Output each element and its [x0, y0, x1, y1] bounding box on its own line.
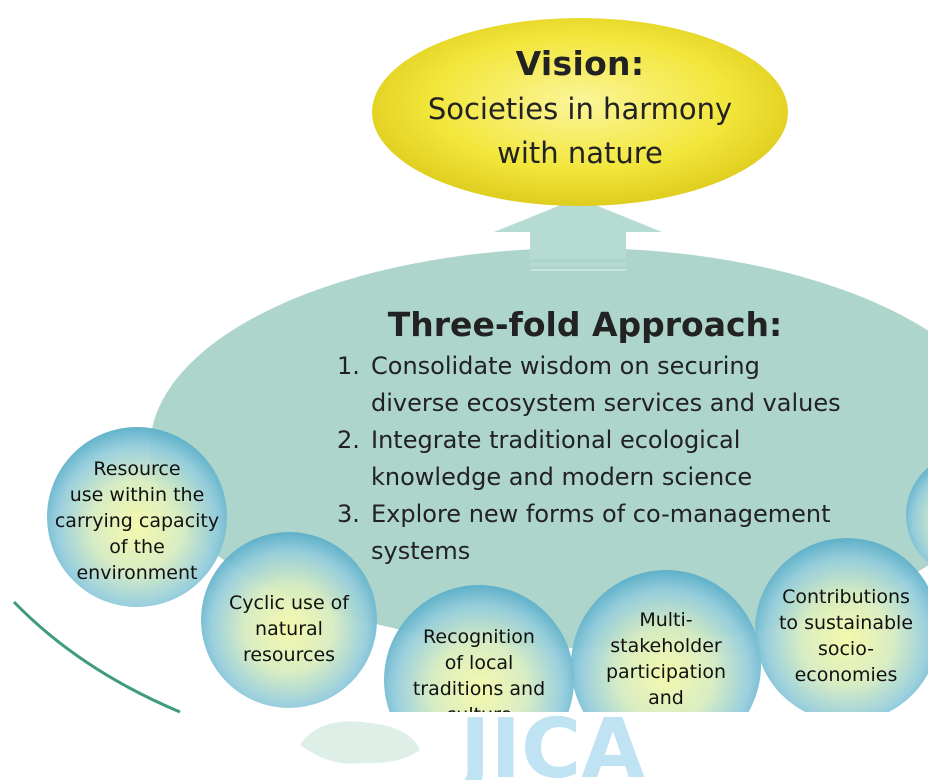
jica-logo: JICA — [260, 702, 680, 784]
circle-label-line: culture — [399, 702, 559, 712]
circle-label-line: socio- — [817, 638, 875, 660]
approach-item-line: knowledge and modern science — [371, 463, 753, 491]
approach-item-number: 1. — [337, 352, 360, 380]
circle-label-clip: Recognition of local traditions and cult… — [399, 584, 928, 712]
vision-line-1: Societies in harmony — [427, 92, 733, 126]
circle-label-line: use within the — [69, 484, 205, 506]
svg-text:JICA: JICA — [455, 705, 645, 780]
circle-label-line: to sustainable — [778, 612, 914, 634]
circle-label-contributions: Contributions to sustainable socio- econ… — [764, 584, 928, 688]
circle-partial-right — [906, 467, 928, 563]
circle-label-line: Contributions — [782, 586, 910, 608]
decorative-curve — [12, 600, 181, 714]
circle-label-line: participation — [605, 661, 727, 683]
approach-ellipse — [150, 248, 928, 648]
approach-item-line: Integrate traditional ecological — [371, 426, 741, 454]
circle-label-line: and — [648, 687, 684, 709]
approach-item: 3. Explore new forms of co-management sy… — [337, 496, 897, 570]
approach-item-number: 2. — [337, 426, 360, 454]
approach-item-line: Consolidate wisdom on securing — [371, 352, 760, 380]
circle-label-line: Resource — [93, 458, 181, 480]
circle-label-line: environment — [76, 562, 198, 584]
circle-label-line: resources — [242, 644, 336, 666]
circle-label-line: carrying capacity — [54, 510, 220, 532]
circle-cyclic-use — [201, 532, 377, 708]
up-arrow-icon — [494, 198, 662, 271]
circle-resource-use — [47, 427, 227, 607]
circle-label-line: Recognition — [423, 626, 535, 648]
circle-label-cyclic-use: Cyclic use of natural resources — [209, 590, 369, 668]
approach-item: 1. Consolidate wisdom on securing divers… — [337, 348, 897, 422]
circle-label-line: stakeholder — [610, 635, 722, 657]
approach-list: 1. Consolidate wisdom on securing divers… — [337, 348, 897, 570]
approach-item-line: systems — [371, 537, 471, 565]
approach-item: 2. Integrate traditional ecological know… — [337, 422, 897, 496]
circle-label-recognition: Recognition of local traditions and cult… — [399, 624, 559, 712]
vision-block: Vision: Societies in harmony with nature — [375, 20, 785, 206]
circle-label-line: economies — [794, 664, 898, 686]
circle-label-resource-use: Resource use within the carrying capacit… — [42, 456, 232, 586]
approach-item-number: 3. — [337, 500, 360, 528]
vision-line-2: with nature — [497, 136, 663, 170]
circle-multi-stakeholder — [571, 570, 761, 712]
vision-ellipse — [372, 18, 788, 206]
approach-title: Three-fold Approach: — [387, 305, 783, 344]
circle-label-line: natural — [255, 618, 323, 640]
circle-label-line: Multi- — [639, 609, 693, 631]
circle-label-line: of the — [109, 536, 165, 558]
circle-label-multi-stakeholder: Multi- stakeholder participation and — [586, 607, 746, 711]
approach-item-line: Explore new forms of co-management — [371, 500, 831, 528]
circle-label-line: of local — [444, 652, 514, 674]
circle-label-line: traditions and — [412, 678, 546, 700]
circle-label-line: Cyclic use of — [229, 592, 349, 614]
circle-contributions — [755, 538, 928, 712]
circle-recognition — [384, 585, 574, 712]
approach-item-line: diverse ecosystem services and values — [371, 389, 841, 417]
vision-title: Vision: — [515, 44, 645, 83]
